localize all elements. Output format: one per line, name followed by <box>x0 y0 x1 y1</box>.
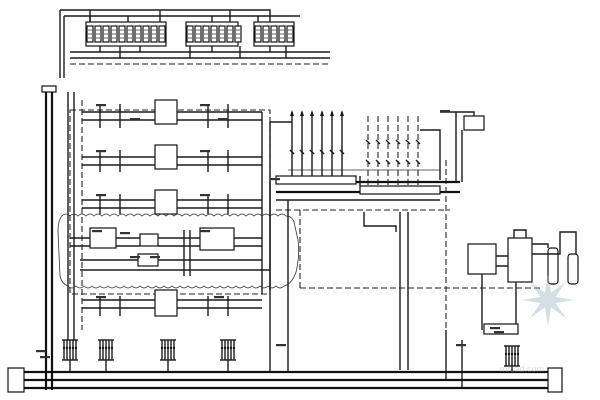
chiller-4 <box>154 289 178 317</box>
bottom-header-pipes <box>7 330 563 393</box>
header-end-cap-left <box>7 367 25 393</box>
bottom-pump-groups <box>62 339 520 372</box>
flow-arrow-icon <box>340 110 344 116</box>
flow-arrow-icon <box>320 110 324 116</box>
supply-header <box>269 121 460 352</box>
header-end-cap-right <box>547 367 563 393</box>
annotation-mark <box>200 150 210 153</box>
flow-arrow-icon <box>290 110 294 116</box>
annotation-mark <box>494 331 504 334</box>
annotation-mark <box>96 296 106 299</box>
flow-arrow-icon <box>310 110 314 116</box>
distribution-manifold-1 <box>275 175 357 185</box>
chiller-2 <box>154 144 178 170</box>
chiller-branch-pipes <box>82 104 271 316</box>
pump-zone-outline <box>57 213 300 289</box>
annotation-mark <box>96 194 106 197</box>
softener-vessel-1 <box>547 247 559 285</box>
annotation-mark <box>96 104 106 107</box>
annotation-mark <box>92 230 102 233</box>
mid-riser-pair <box>399 212 409 370</box>
chiller-1 <box>154 99 178 125</box>
control-panel-label-box <box>483 323 519 335</box>
annotation-mark <box>130 256 140 259</box>
annotation-mark <box>490 327 500 330</box>
annotation-mark <box>214 296 224 299</box>
annotation-marks <box>36 104 504 359</box>
bypass-pipe <box>363 212 397 232</box>
annotation-mark <box>200 194 210 197</box>
riser-header-cap <box>41 85 57 93</box>
heat-exchanger-group <box>70 227 270 276</box>
pump-cluster <box>98 339 114 372</box>
water-tank <box>467 243 497 275</box>
heat-exchanger-4 <box>137 253 159 267</box>
expansion-tank <box>463 115 485 131</box>
watermark-text: mfcad.com <box>500 364 544 374</box>
annotation-mark <box>40 356 50 359</box>
pump-cluster <box>160 339 176 372</box>
softener-vessel-2 <box>567 253 579 285</box>
distribution-manifold-2 <box>359 185 441 195</box>
pump-cluster <box>220 339 236 372</box>
cooling-tower-group <box>85 21 295 47</box>
annotation-mark <box>150 256 160 259</box>
tower-header-pipes <box>59 9 330 78</box>
annotation-mark <box>440 110 450 113</box>
watermark-logo: mfcad.com <box>500 274 574 374</box>
flow-arrow-icon <box>330 110 334 116</box>
branch-risers <box>288 110 440 186</box>
softener-skid <box>507 237 533 283</box>
pump-cluster <box>504 345 520 372</box>
main-risers <box>41 85 83 390</box>
flow-arrow-icon <box>300 110 304 116</box>
heat-exchanger-3 <box>199 227 235 251</box>
chiller-group <box>154 99 178 317</box>
annotation-mark <box>276 344 286 347</box>
annotation-mark <box>218 118 228 121</box>
annotation-mark <box>200 104 210 107</box>
pump-cluster <box>62 339 78 372</box>
chiller-3 <box>154 189 178 215</box>
annotation-mark <box>120 232 130 235</box>
expansion-tank-assembly <box>420 111 485 330</box>
annotation-mark <box>200 230 210 233</box>
heat-exchanger-2 <box>139 233 159 247</box>
annotation-mark <box>36 350 46 353</box>
annotation-mark <box>456 344 466 347</box>
annotation-mark <box>96 150 106 153</box>
annotation-mark <box>270 178 280 181</box>
water-treatment-unit <box>467 229 579 335</box>
annotation-mark <box>130 118 140 121</box>
